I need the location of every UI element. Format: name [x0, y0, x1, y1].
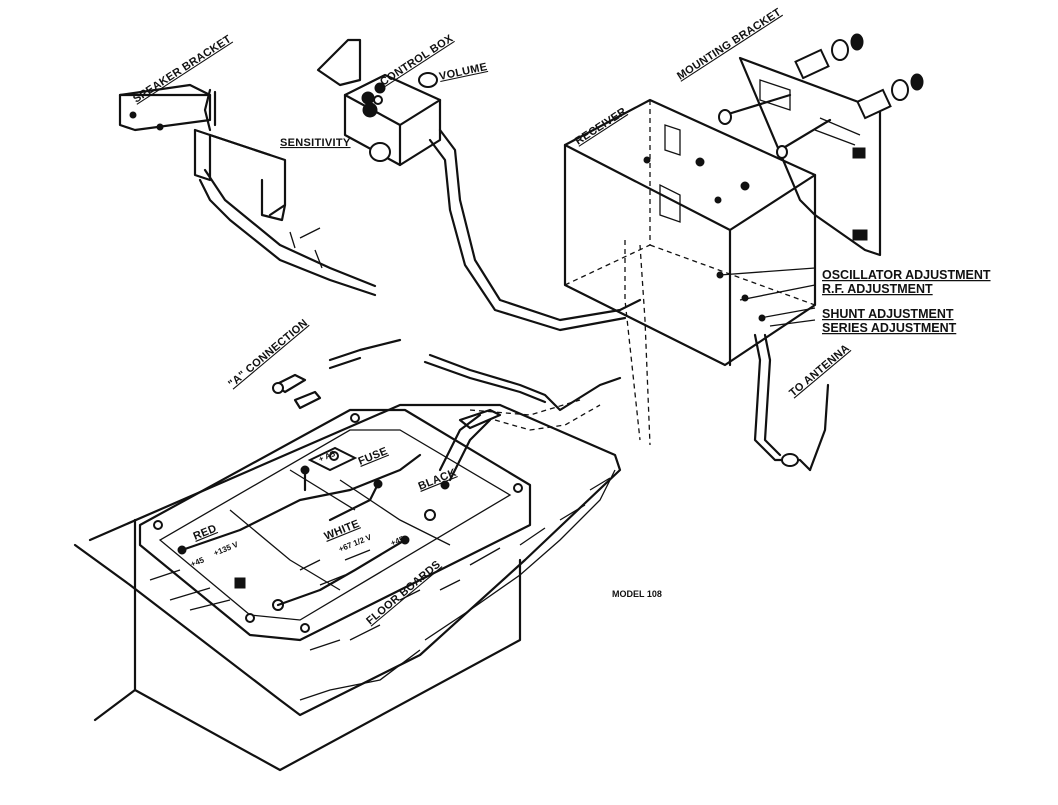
- mounting-bracket: [718, 33, 924, 257]
- battery-floor-assembly: [73, 399, 622, 772]
- speaker-bracket: [118, 83, 377, 297]
- label-terminal-red-sub: +135 V: [212, 540, 240, 558]
- a-connection-lugs: [272, 338, 622, 412]
- label-fuse: FUSE: [357, 445, 390, 468]
- label-series-adjustment: SERIES ADJUSTMENT: [822, 321, 957, 335]
- label-to-antenna: TO ANTENNA: [787, 342, 852, 399]
- label-a-connection: "A" CONNECTION: [226, 317, 310, 390]
- label-black: BLACK: [417, 467, 459, 493]
- label-volume: VOLUME: [438, 61, 488, 83]
- label-floor-boards: FLOOR BOARDS: [364, 558, 443, 627]
- label-receiver: RECEIVER: [573, 106, 629, 148]
- label-mounting-bracket: MOUNTING BRACKET: [675, 6, 783, 82]
- label-oscillator-adjustment: OSCILLATOR ADJUSTMENT: [822, 268, 991, 282]
- receiver-box: [563, 98, 830, 472]
- label-shunt-adjustment: SHUNT ADJUSTMENT: [822, 307, 954, 321]
- control-box: [316, 38, 642, 332]
- label-sensitivity: SENSITIVITY: [280, 137, 351, 149]
- label-rf-adjustment: R.F. ADJUSTMENT: [822, 282, 933, 296]
- label-model: MODEL 108: [612, 589, 662, 599]
- label-terminal-red-plus: +45: [189, 555, 205, 569]
